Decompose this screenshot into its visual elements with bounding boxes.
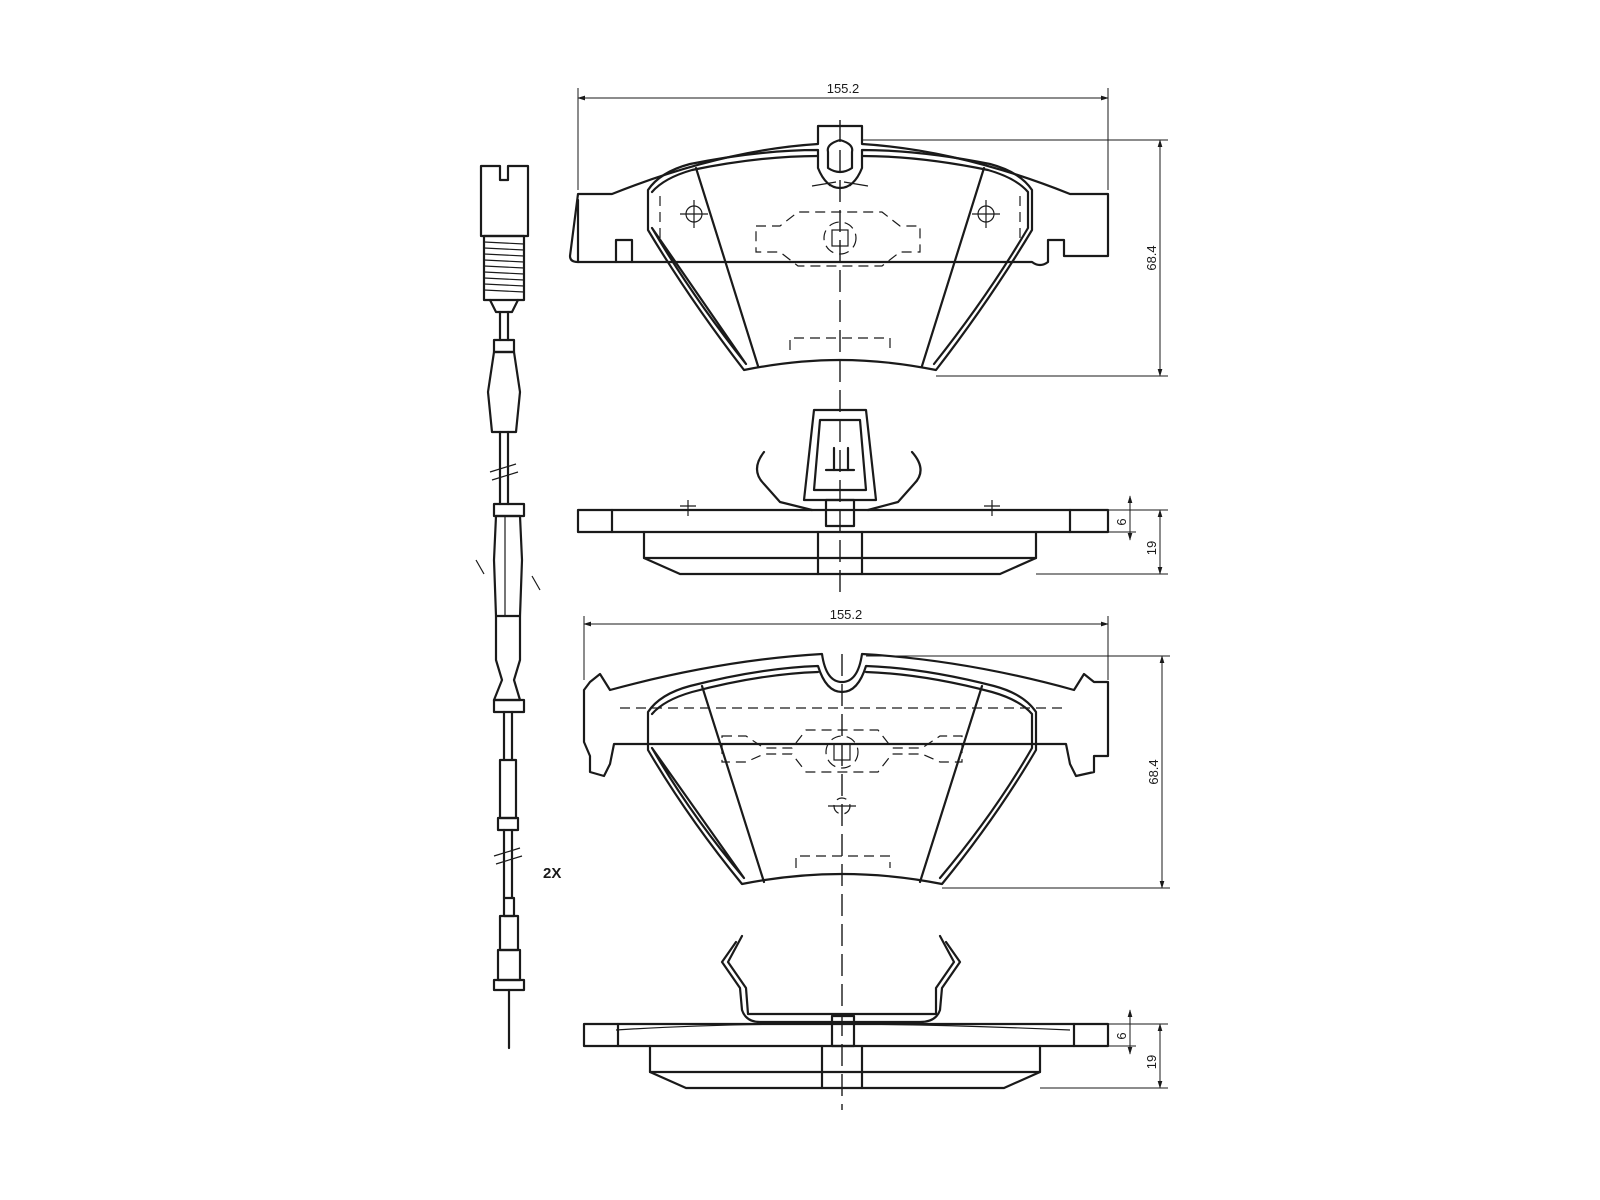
- pad-1-width-dimension: 155.2: [577, 81, 1109, 190]
- pad-1-side-view: [576, 408, 1110, 576]
- pad-1-front-view: [568, 120, 1110, 600]
- height-label: 68.4: [1144, 245, 1159, 270]
- pad-2-width-dimension: 155.2: [583, 607, 1109, 680]
- total-thickness-label: 19: [1144, 1055, 1159, 1069]
- width-label: 155.2: [827, 81, 860, 96]
- pad-1-thickness-dimension: 6 19: [1036, 495, 1168, 575]
- pad-2-thickness-dimension: 6 19: [1040, 1009, 1168, 1089]
- backing-thickness-label: 6: [1114, 1032, 1129, 1039]
- total-thickness-label: 19: [1144, 541, 1159, 555]
- pad-2-side-view: [582, 934, 1110, 1090]
- wear-sensor-cable: 2X: [475, 164, 561, 1050]
- pad-2-front-view: [582, 652, 1110, 1110]
- width-label: 155.2: [830, 607, 863, 622]
- pad-2-height-dimension: 68.4: [866, 655, 1170, 889]
- backing-thickness-label: 6: [1114, 518, 1129, 525]
- quantity-label: 2X: [543, 865, 561, 882]
- pad-1-height-dimension: 68.4: [862, 139, 1168, 377]
- height-label: 68.4: [1146, 759, 1161, 784]
